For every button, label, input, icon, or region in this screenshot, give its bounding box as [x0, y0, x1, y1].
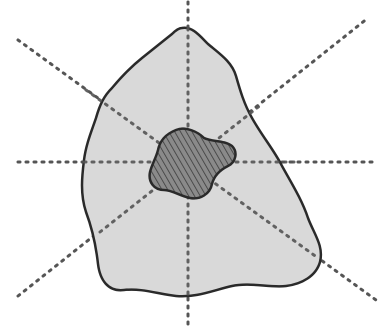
- radial-diagram-canvas: [0, 0, 385, 329]
- diagram: [0, 0, 385, 329]
